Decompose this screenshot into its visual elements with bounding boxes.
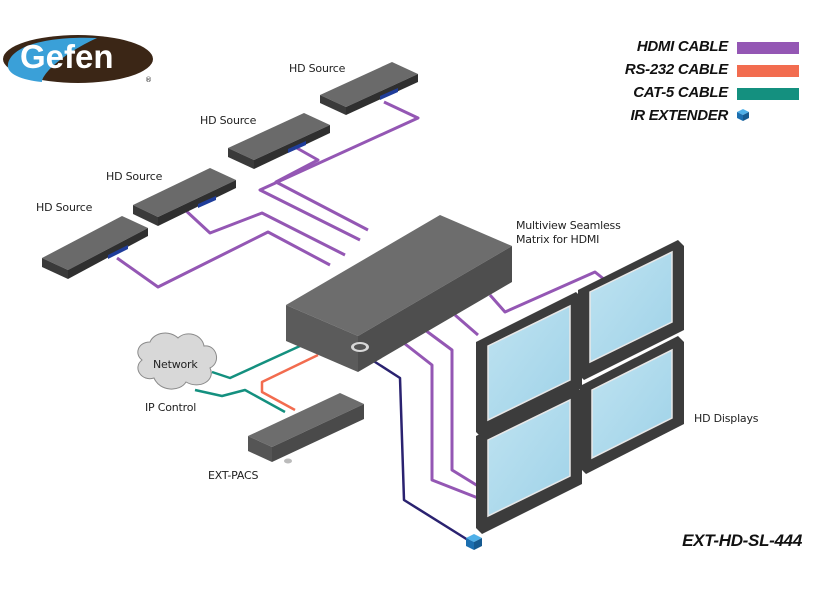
label-hd-source-4: HD Source [289,62,346,75]
legend-swatch-rs232 [737,65,799,77]
network-cloud [137,332,218,390]
label-network: Network [153,358,198,371]
cat5-cable-ext-pacs [194,388,286,414]
legend-swatch-hdmi [737,42,799,54]
legend-label-hdmi: HDMI CABLE [636,38,728,55]
label-ext-pacs: EXT-PACS [208,469,259,482]
hdmi-cable-source-3 [274,145,369,232]
hdmi-cable-display-tr [488,270,606,314]
legend-label-cat5: CAT-5 CABLE [633,84,728,101]
legend-swatch-cat5 [737,88,799,100]
label-matrix-line1: Multiview Seamless [516,219,621,232]
hd-source-box-4 [320,62,418,115]
logo-text: Gefen [20,38,114,75]
model-number: EXT-HD-SL-444 [682,531,802,550]
label-hd-source-3: HD Source [200,114,257,127]
hdmi-cable-source-4 [258,100,420,242]
hd-source-box-2 [133,168,236,226]
hd-display-bottom-left [476,386,582,534]
legend-label-rs232: RS-232 CABLE [624,61,728,78]
multiview-matrix-device [286,215,512,372]
hd-source-box-1 [42,216,148,279]
hdmi-cable-source-1 [116,230,331,289]
ext-pacs-device [248,393,364,464]
label-ip-control: IP Control [145,401,197,414]
label-hd-source-1: HD Source [36,201,93,214]
registered-mark: ® [145,76,152,84]
hdmi-cable-display-br [424,328,479,488]
ir-extender-cube [466,534,482,550]
label-hd-source-2: HD Source [106,170,163,183]
ir-extender-cube-icon [737,109,749,121]
ir-extender-cable [371,358,469,542]
cat5-cable-network [211,344,301,380]
hdmi-cables-displays [399,270,606,500]
hdmi-cable-source-2 [181,206,346,257]
hdmi-cables-sources [116,100,420,289]
label-matrix-line2: Matrix for HDMI [516,233,600,246]
hd-display-bottom-right [580,336,684,474]
rs232-cable [260,353,319,412]
gefen-logo [3,35,153,83]
hdmi-cable-display-bl [399,338,479,500]
hdmi-cable-display-tl [454,313,479,337]
hd-display-top-left [476,292,582,438]
label-hd-displays: HD Displays [694,412,759,425]
legend-label-ir: IR EXTENDER [630,107,728,124]
hd-source-box-3 [228,113,330,169]
hd-display-top-right [578,240,684,380]
